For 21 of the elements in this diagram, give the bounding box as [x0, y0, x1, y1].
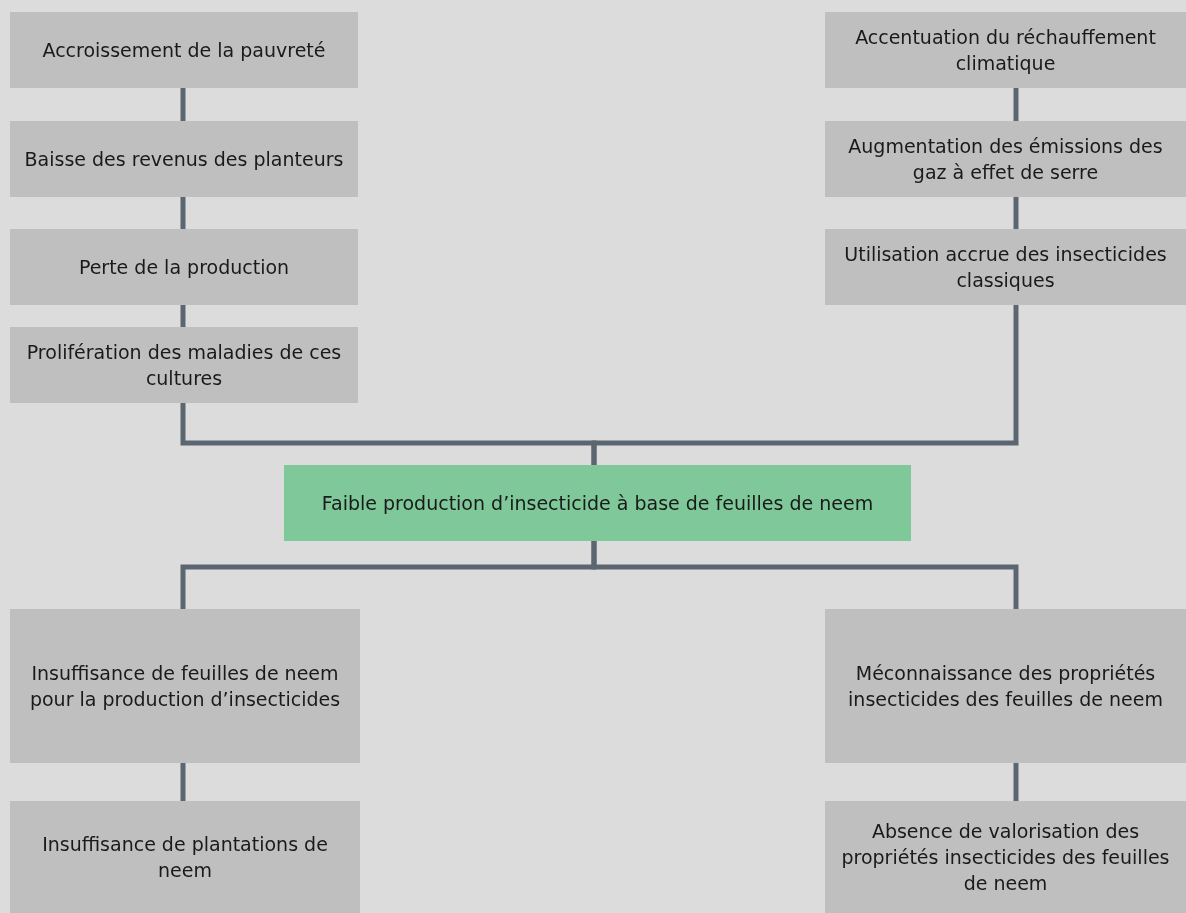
problem-box: Baisse des revenus des planteurs	[10, 121, 358, 197]
problem-box: Accentuation du réchauffement climatique	[825, 12, 1186, 88]
problem-box: Augmentation des émissions des gaz à effet de serre	[825, 121, 1186, 197]
core-problem-box: Faible production d’insecticide à base de feuilles de neem	[284, 465, 911, 541]
problem-box: Accroissement de la pauvreté	[10, 12, 358, 88]
connector-line	[1013, 197, 1019, 229]
connector-line	[180, 305, 186, 327]
problem-box: Perte de la production	[10, 229, 358, 305]
problem-box: Utilisation accrue des insecticides classiques	[825, 229, 1186, 305]
connector-line	[591, 541, 1019, 609]
problem-box: Méconnaissance des propriétés insecticides des feuilles de neem	[825, 609, 1186, 763]
problem-box: Insuffisance de plantations de neem	[10, 801, 360, 913]
connector-line	[1013, 88, 1019, 121]
connector-line	[180, 88, 186, 121]
connector-line	[591, 305, 1019, 465]
connector-line	[180, 197, 186, 229]
connector-line	[180, 763, 186, 801]
problem-box: Absence de valorisation des propriétés insecticides des feuilles de neem	[825, 801, 1186, 913]
connector-line	[1013, 763, 1019, 801]
problem-box: Prolifération des maladies de ces cultures	[10, 327, 358, 403]
problem-box: Insuffisance de feuilles de neem pour la production d’insecticides	[10, 609, 360, 763]
